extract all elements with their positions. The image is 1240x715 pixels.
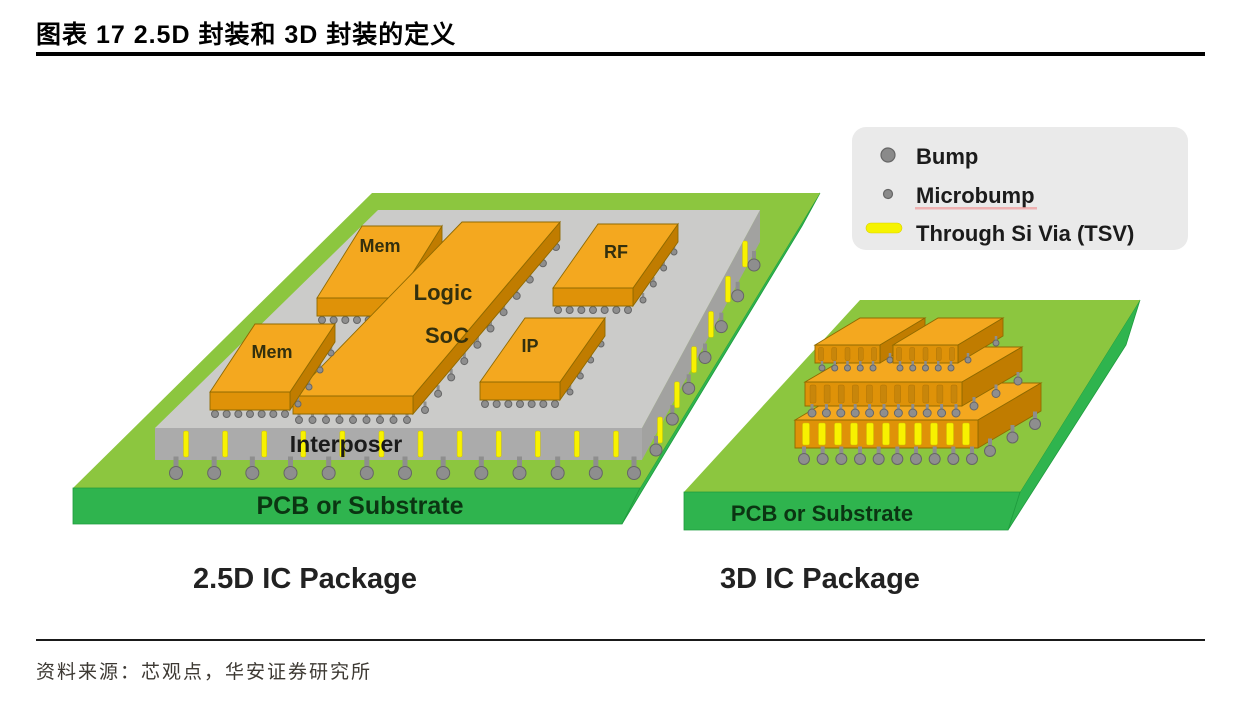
legend-box [852,127,1188,250]
chip-mem-lower-label: Mem [251,342,292,362]
package-2-5d: Interposer Mem RF Logic [72,192,821,595]
interposer-front-face [155,428,642,460]
caption-3d: 3D IC Package [720,563,920,595]
tsv-row-right [657,240,748,444]
footer-rule [36,639,1205,641]
chip-logic-label-2: SoC [425,323,469,348]
chip-mem-upper-label: Mem [359,236,400,256]
chip-ip: IP [479,316,606,408]
microbump-icon [882,188,894,200]
bump-row-front [169,456,641,480]
caption-2-5d: 2.5D IC Package [193,563,417,595]
pcb-label-2-5d: PCB or Substrate [257,492,464,520]
chip-logic-label-1: Logic [414,280,473,305]
legend: Bump Microbump Through Si Via (TSV) [852,127,1188,250]
package-3d: PCB or Substrate 3D IC Package [683,299,1141,595]
tsv-row-front [183,430,619,458]
interposer-right-face [642,210,760,460]
chip-logic-soc: Logic SoC [291,220,561,424]
chip-rf: RF [552,222,679,314]
chip-ip-label: IP [521,336,538,356]
bump-row-right [649,251,761,457]
microbump-spellcheck-underline [915,207,1037,210]
chip-rf-label: RF [604,242,628,262]
legend-label-bump: Bump [916,144,978,169]
stack-die-top-right [891,317,1005,372]
tsv-icon [865,222,903,234]
source-note: 资料来源：芯观点，华安证券研究所 [36,661,372,683]
pcb-front-face [683,491,1021,531]
legend-label-tsv: Through Si Via (TSV) [916,221,1134,246]
pcb-front-face [72,487,641,525]
interposer-label: Interposer [290,431,403,457]
figure-title: 图表 17 2.5D 封装和 3D 封装的定义 [36,20,456,49]
title-underline [36,52,1205,56]
chip-mem-lower: Mem [209,322,336,418]
bump-icon [880,147,896,163]
legend-label-microbump: Microbump [916,183,1035,208]
pcb-label-3d: PCB or Substrate [731,501,913,526]
